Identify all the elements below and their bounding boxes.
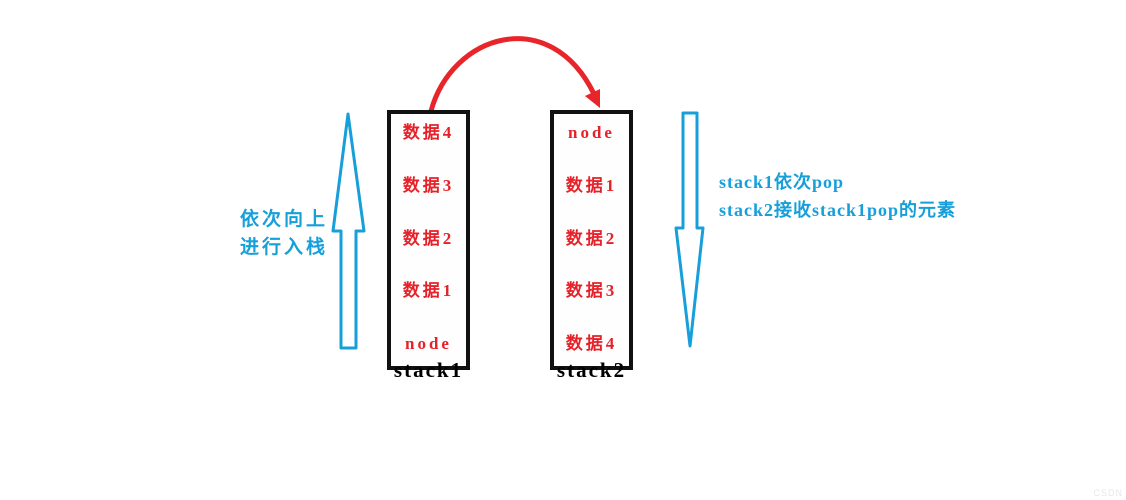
push-annotation: 依次向上 进行入栈 <box>240 206 328 262</box>
push-annotation-line2: 进行入栈 <box>240 237 329 258</box>
stack1-item-3: 数据1 <box>402 281 455 301</box>
stack2-label: stack2 <box>556 358 627 382</box>
stack1-item-1: 数据3 <box>402 175 455 195</box>
stack1-label: stack1 <box>393 358 464 382</box>
transfer-arc-arrowhead <box>585 89 600 108</box>
stack2-item-2: 数据2 <box>565 228 618 248</box>
transfer-arc-arrow <box>428 36 597 114</box>
stack1-box: 数据4 数据3 数据2 数据1 node <box>387 110 470 370</box>
stack2-item-3: 数据3 <box>565 281 618 301</box>
stack1-item-0: 数据4 <box>402 123 455 142</box>
pop-annotation-line1: stack1依次pop <box>719 172 845 192</box>
pop-down-arrow <box>674 111 705 348</box>
stack2-item-4: 数据4 <box>565 334 618 354</box>
stack1-item-2: 数据2 <box>402 228 455 248</box>
pop-annotation: stack1依次pop stack2接收stack1pop的元素 <box>719 168 956 224</box>
stack2-item-1: 数据1 <box>565 175 618 195</box>
stack1-item-4: node <box>405 334 452 354</box>
push-annotation-line1: 依次向上 <box>240 209 329 230</box>
stack2-box: node 数据1 数据2 数据3 数据4 <box>550 110 633 370</box>
stack2-item-0: node <box>568 123 615 142</box>
watermark: CSDN <box>1093 488 1123 498</box>
push-up-arrow <box>331 112 366 350</box>
pop-annotation-line2: stack2接收stack1pop的元素 <box>719 200 957 220</box>
